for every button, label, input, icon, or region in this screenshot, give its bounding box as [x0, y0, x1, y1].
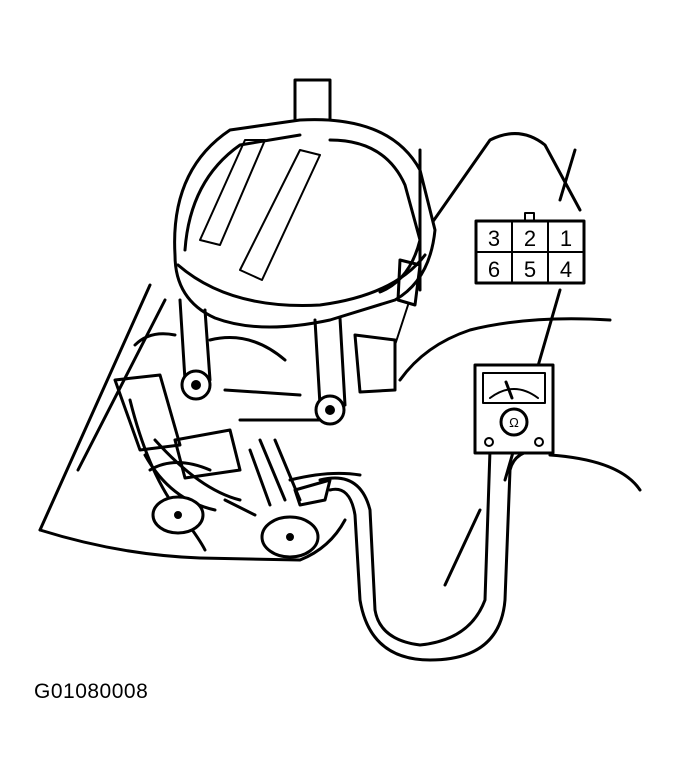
ohmmeter: Ω: [473, 363, 555, 455]
pin-1-label: 1: [560, 226, 572, 251]
pin-6-label: 6: [488, 257, 500, 282]
connector-pinout: 3 2 1 6 5 4: [474, 212, 586, 285]
test-leads: [318, 448, 542, 662]
shift-mechanism: [113, 258, 422, 507]
pin-2-label: 2: [524, 226, 536, 251]
pin-4-label: 4: [560, 257, 572, 282]
shift-indicator-housing: [173, 118, 437, 329]
meter-ohm-symbol: Ω: [509, 415, 519, 430]
grommets: [151, 478, 332, 559]
figure-code: G01080008: [34, 680, 149, 703]
mounting-posts: [178, 298, 347, 426]
pin-3-label: 3: [488, 226, 500, 251]
pin-5-label: 5: [524, 257, 536, 282]
